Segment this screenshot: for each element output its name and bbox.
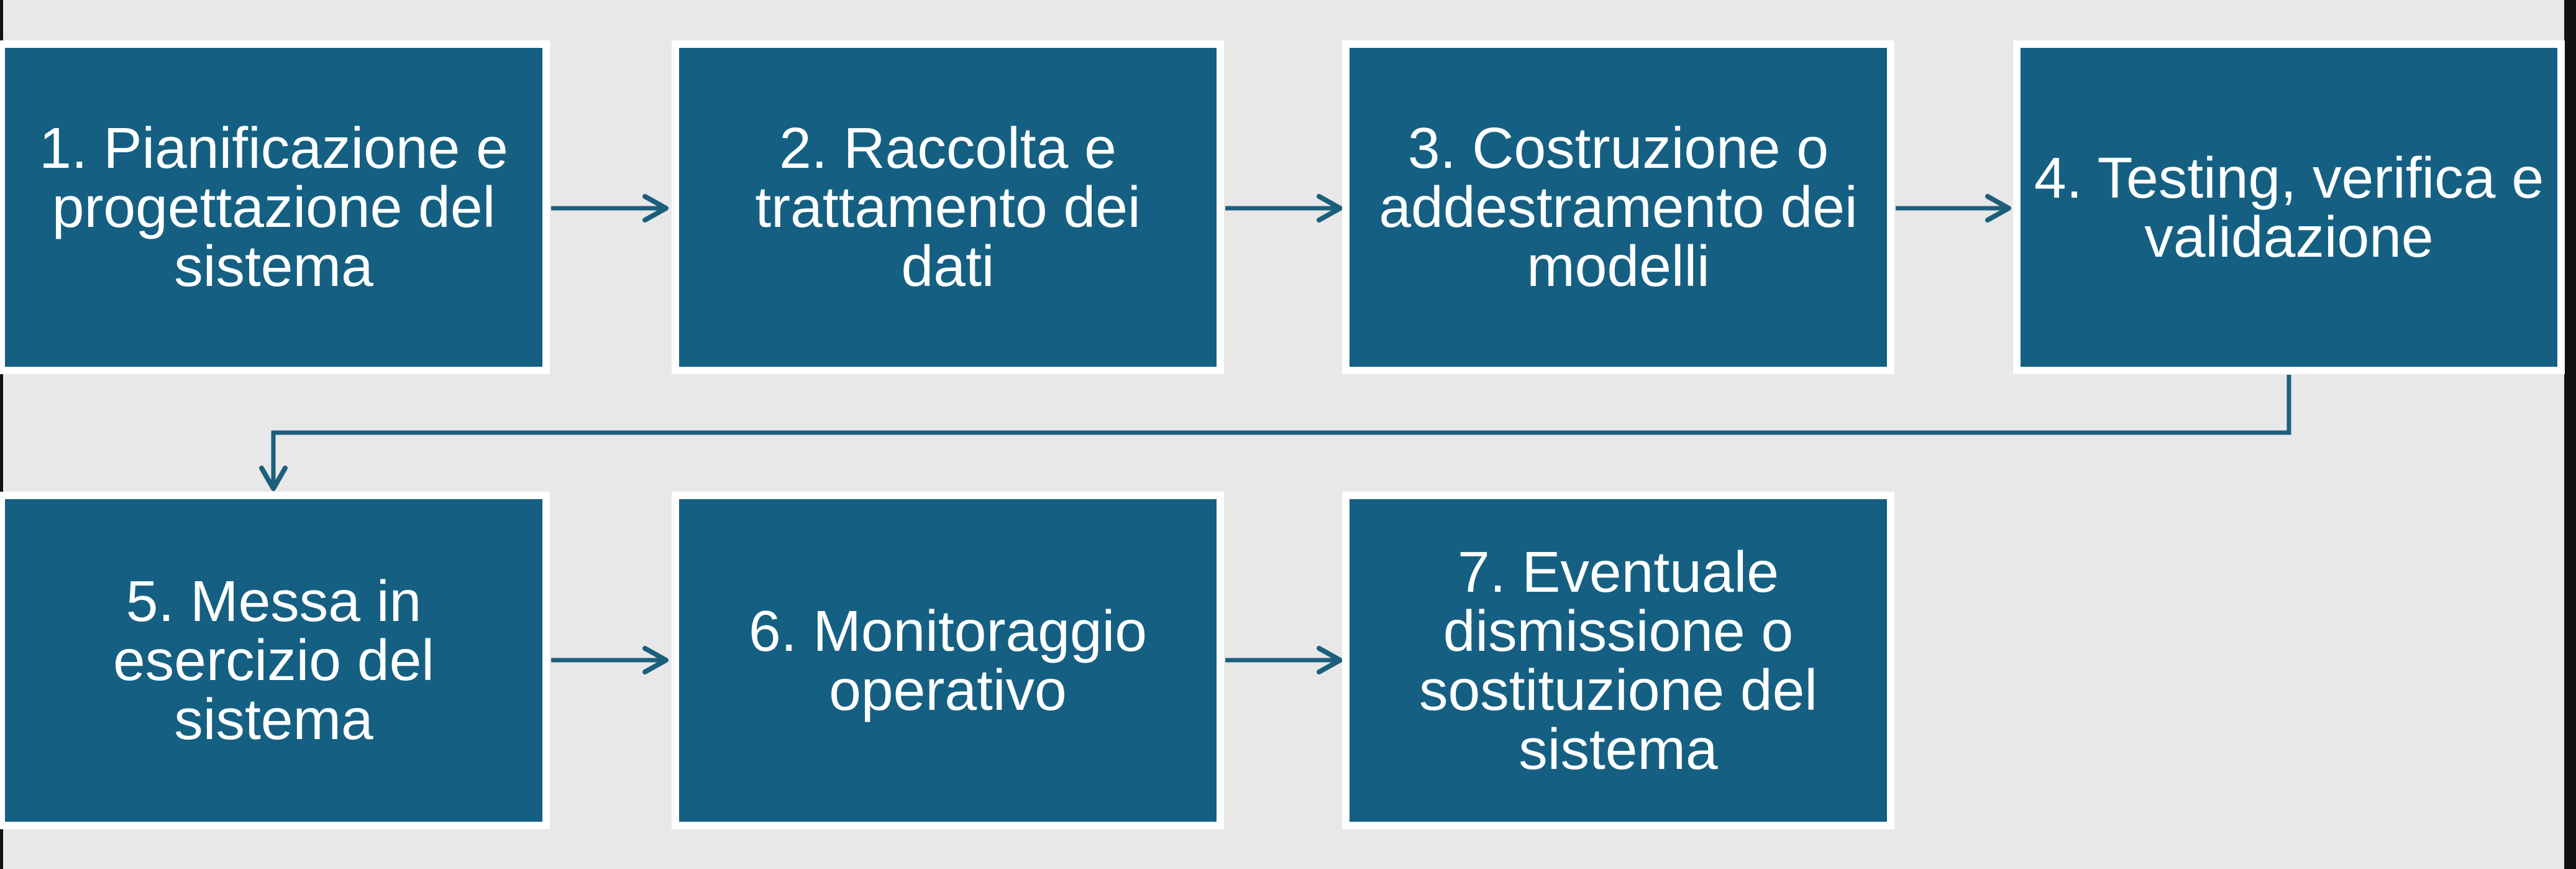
step-box-4: 4. Testing, verifica e validazione (2013, 40, 2565, 374)
step-box-7-label: 7. Eventuale dismissione o sostituzione … (1418, 539, 1818, 781)
step-box-1: 1. Pianificazione e progettazione del si… (0, 40, 550, 374)
step-box-2-label: 2. Raccolta e trattamento dei dati (755, 116, 1141, 298)
step-box-6-label: 6. Monitoraggio operativo (748, 598, 1148, 722)
step-box-7: 7. Eventuale dismissione o sostituzione … (1342, 492, 1894, 829)
arrow-5-6-head-icon (642, 646, 669, 674)
arrow-4-5-elbow (259, 375, 2291, 491)
arrow-1-2 (551, 194, 669, 223)
arrow-4-5-elbow-shaft (271, 375, 2291, 487)
arrow-1-2-head-icon (642, 194, 669, 223)
step-box-1-label: 1. Pianificazione e progettazione del si… (39, 116, 508, 298)
arrow-6-7-head-icon (1317, 646, 1343, 674)
arrow-3-4 (1896, 194, 2011, 223)
step-box-5-label: 5. Messa in esercizio del sistema (113, 569, 434, 752)
step-box-4-label: 4. Testing, verifica e validazione (2034, 145, 2544, 269)
arrow-6-7 (1225, 646, 1343, 674)
arrow-2-3-head-icon (1317, 194, 1343, 223)
arrow-5-6 (551, 646, 669, 674)
step-box-3: 3. Costruzione o addestramento dei model… (1342, 40, 1894, 374)
arrow-4-5-head-icon (259, 466, 288, 491)
step-box-2: 2. Raccolta e trattamento dei dati (672, 40, 1224, 374)
arrow-2-3 (1225, 194, 1343, 223)
step-box-5: 5. Messa in esercizio del sistema (0, 492, 550, 829)
left-edge-line (0, 0, 3, 869)
right-edge-line (2564, 0, 2576, 869)
step-box-3-label: 3. Costruzione o addestramento dei model… (1379, 116, 1858, 298)
step-box-6: 6. Monitoraggio operativo (672, 492, 1224, 829)
arrow-3-4-head-icon (1985, 194, 2011, 223)
